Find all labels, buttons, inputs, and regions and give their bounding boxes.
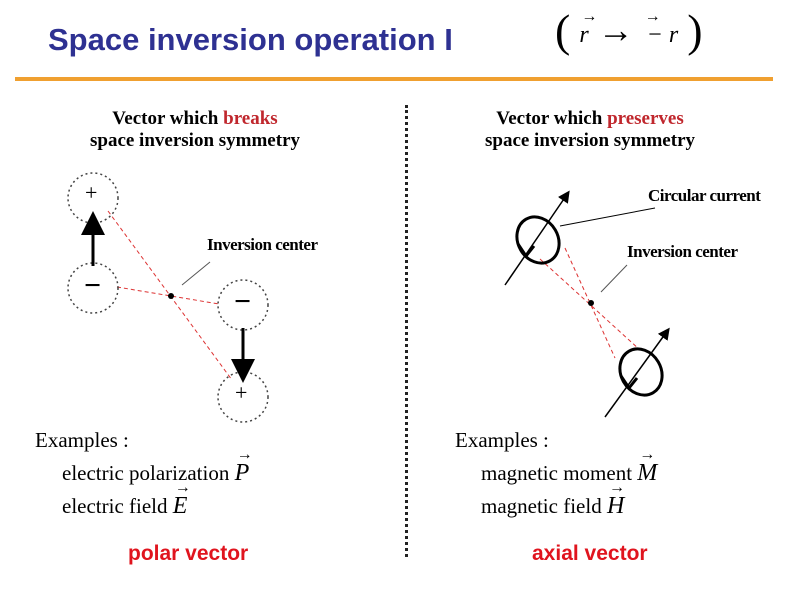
example-item: electric field E <box>62 493 187 520</box>
heading-prefix: Vector which <box>496 108 608 129</box>
heading-emphasis: preserves <box>607 108 684 129</box>
formula-lhs: r <box>579 22 588 48</box>
circular-current-label: Circular current <box>648 186 761 205</box>
inversion-line <box>564 247 616 359</box>
title-rule <box>15 77 773 81</box>
examples-label: Examples : <box>455 428 549 452</box>
inversion-line <box>116 286 220 305</box>
current-direction-arrow <box>516 243 536 259</box>
inversion-formula: ( r → − r ) <box>555 4 703 57</box>
plus-sign: + <box>85 180 98 205</box>
example-symbol: H <box>607 493 624 519</box>
center-leader-line <box>181 261 211 286</box>
minus-sign: − <box>84 269 102 302</box>
column-divider <box>405 105 408 557</box>
right-heading: Vector which preserves space inversion s… <box>435 108 745 152</box>
example-item: electric polarization P <box>62 460 249 487</box>
example-text: magnetic moment <box>481 461 633 485</box>
example-item: magnetic moment M <box>481 460 657 487</box>
heading-line2: space inversion symmetry <box>484 130 696 151</box>
moment-axis-arrow <box>604 327 670 418</box>
plus-sign: + <box>235 380 248 405</box>
inversion-center-label: Inversion center <box>627 242 738 261</box>
minus-sign: − <box>234 285 252 318</box>
current-loop <box>618 347 664 397</box>
axial-vector-label: axial vector <box>532 542 648 565</box>
polar-vector-label: polar vector <box>128 542 249 565</box>
heading-line2: space inversion symmetry <box>89 130 301 151</box>
inversion-line <box>539 258 641 351</box>
inversion-center-dot <box>168 293 174 299</box>
heading-emphasis: breaks <box>223 108 278 129</box>
heading-prefix: Vector which <box>112 108 224 129</box>
inversion-center-dot <box>588 300 594 306</box>
formula-arrow: → <box>597 10 634 50</box>
moment-axis-arrow <box>504 190 570 286</box>
charge-circle-minus <box>67 262 119 314</box>
charge-circle-minus <box>217 279 269 331</box>
example-text: electric field <box>62 494 168 518</box>
example-text: electric polarization <box>62 461 230 485</box>
example-symbol: E <box>173 493 188 519</box>
slide-title: Space inversion operation I <box>48 22 453 57</box>
example-symbol: M <box>637 460 657 486</box>
example-text: magnetic field <box>481 494 602 518</box>
formula-rhs: − r <box>643 22 679 48</box>
left-heading: Vector which breaks space inversion symm… <box>40 108 350 152</box>
charge-circle-plus <box>67 172 119 224</box>
current-leader-line <box>559 207 656 227</box>
center-leader-line <box>600 264 628 293</box>
current-loop <box>515 215 561 265</box>
current-direction-arrow <box>619 375 639 391</box>
example-item: magnetic field H <box>481 493 624 520</box>
example-symbol: P <box>235 460 250 486</box>
charge-circle-plus <box>217 371 269 423</box>
examples-label: Examples : <box>35 428 129 452</box>
inversion-center-label: Inversion center <box>207 235 318 254</box>
